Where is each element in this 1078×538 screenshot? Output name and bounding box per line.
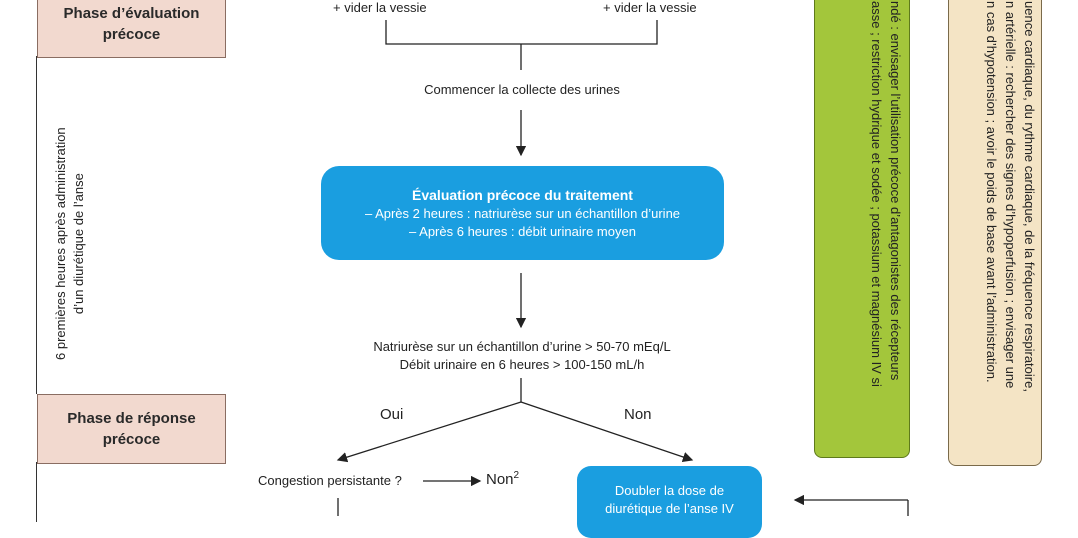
left-empty-bladder: + vider la vessie [333,0,427,15]
non2-label: Non2 [486,470,519,488]
non2-footnote: 2 [513,470,520,481]
criteria-line1: Natriurèse sur un échantillon d’urine > … [373,339,671,354]
beige-panel-line1: uence cardiaque, du rythme cardiaque, de… [1022,1,1037,392]
flow-connectors [336,20,909,516]
double-box-line1: Doubler la dose de [614,483,725,498]
beige-panel-line2: n artérielle : rechercher des signes d’h… [1003,1,1018,389]
green-panel-text: ndé : envisager l’utilisation précoce d’… [867,1,905,387]
green-recommendation-panel: ndé : envisager l’utilisation précoce d’… [814,0,910,458]
phase-early-evaluation: Phase d’évaluation précoce [37,0,226,58]
green-panel-line2: asse ; restriction hydrique et sodée ; p… [869,1,884,387]
double-dose-box: Doubler la dose de diurétique de l’anse … [577,466,762,538]
timeline-left-line [36,56,37,394]
timeline-left-line-bottom [36,462,37,522]
right-empty-bladder: + vider la vessie [603,0,697,15]
eval-box-line1: – Après 2 heures : natriurèse sur un éch… [364,206,681,221]
beige-panel-text: uence cardiaque, du rythme cardiaque, de… [982,1,1039,392]
branch-no-label: Non [624,406,652,423]
persistent-congestion-question: Congestion persistante ? [258,473,402,488]
start-urine-collection: Commencer la collecte des urines [424,82,620,97]
double-box-line2: diurétique de l’anse IV [605,501,734,516]
top-bracket [385,20,658,45]
eval-box-title: Évaluation précoce du traitement [412,187,633,203]
beige-panel-line3: n cas d’hypotension ; avoir le poids de … [984,1,999,383]
branch-yes-label: Oui [380,406,404,423]
branch-no-line [520,401,694,463]
non2-text: Non [486,471,514,488]
green-panel-line1: ndé : envisager l’utilisation précoce d’… [888,1,903,381]
eval-box-line2: – Après 6 heures : débit urinaire moyen [409,224,636,239]
criteria-line2: Débit urinaire en 6 heures > 100-150 mL/… [399,357,645,372]
phase-early-response: Phase de réponse précoce [37,394,226,464]
early-evaluation-box: Évaluation précoce du traitement – Après… [321,166,724,260]
beige-monitoring-panel: uence cardiaque, du rythme cardiaque, de… [948,0,1042,466]
branch-yes-line [336,401,522,463]
